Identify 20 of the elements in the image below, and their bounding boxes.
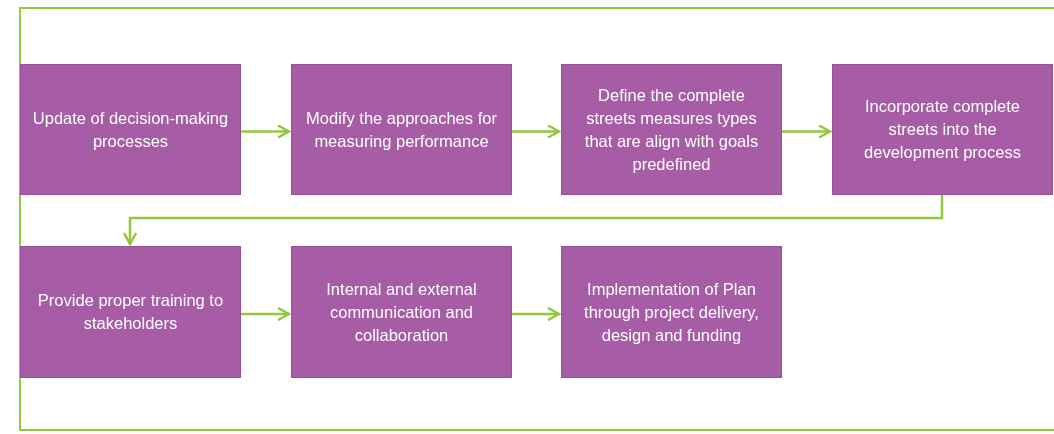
process-box xyxy=(561,246,782,378)
arrow xyxy=(241,306,291,322)
arrow xyxy=(122,195,944,246)
process-box xyxy=(291,246,512,378)
step-text: Implementation of Plan through project delivery, design and funding xyxy=(583,278,760,346)
step-text: Internal and external communication and collaboration xyxy=(325,278,478,346)
process-box xyxy=(291,64,512,195)
step-text: Define the complete streets measures types that are align with goals predefined xyxy=(583,84,760,175)
arrow xyxy=(512,124,561,139)
process-box xyxy=(20,246,241,378)
arrow xyxy=(512,306,561,322)
arrow xyxy=(782,124,832,139)
step-text: Modify the approaches for measuring performance xyxy=(305,107,498,152)
process-box xyxy=(561,64,782,195)
step-text: Update of decision-making processes xyxy=(31,107,230,152)
process-box xyxy=(832,64,1053,195)
step-text: Provide proper training to stakeholders xyxy=(36,290,225,334)
arrow xyxy=(241,124,291,139)
step-text: Incorporate complete streets into the development process xyxy=(863,96,1022,163)
process-box xyxy=(20,64,241,195)
